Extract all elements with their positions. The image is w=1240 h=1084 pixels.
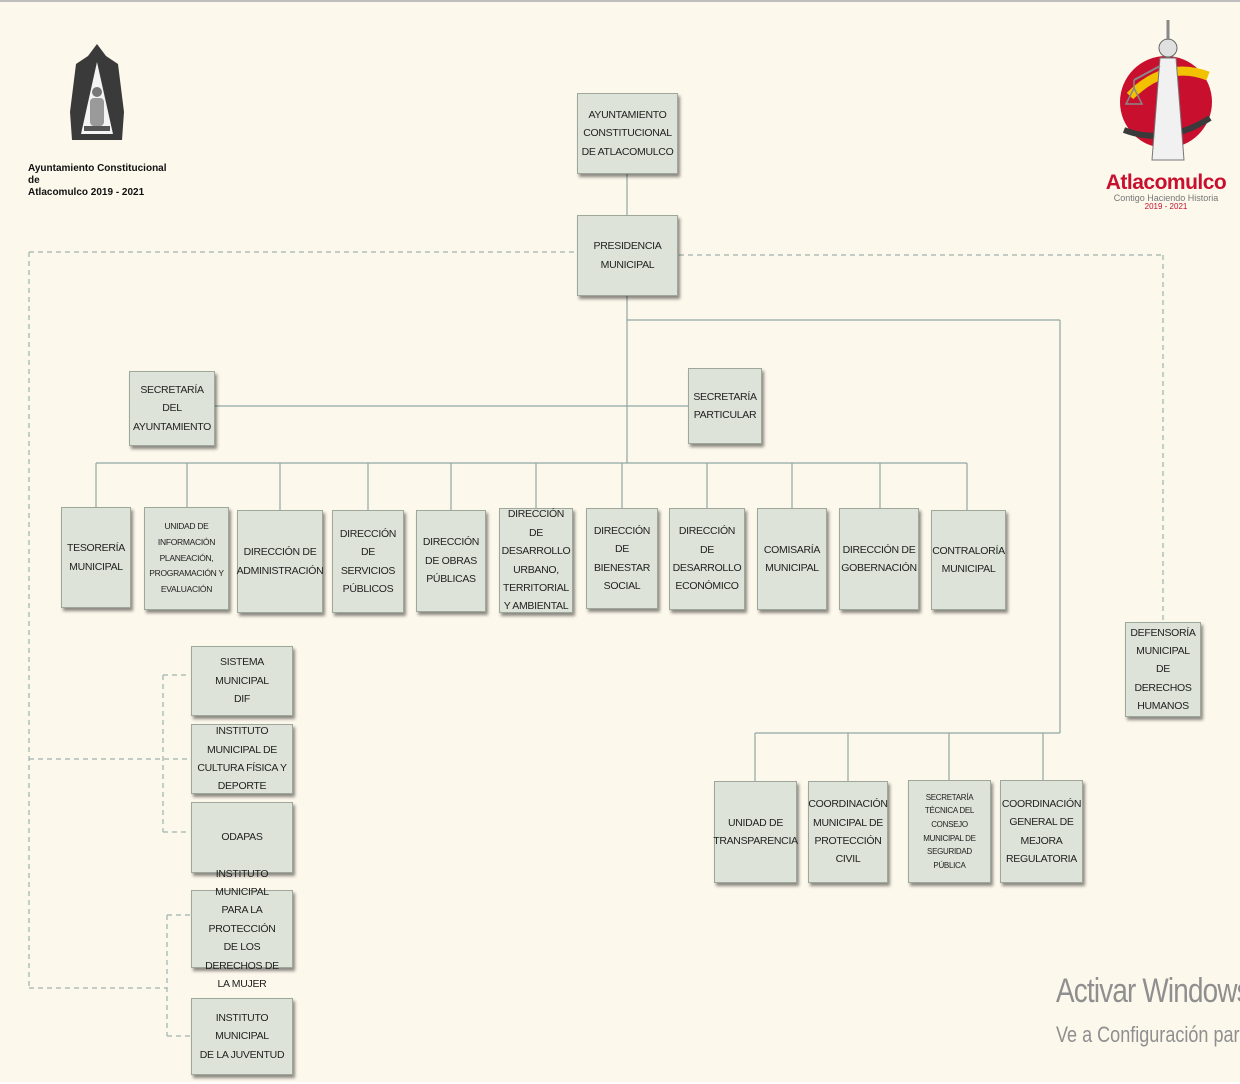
presidencia-label: PRESIDENCIA MUNICIPAL	[593, 240, 662, 271]
unidad-box: COORDINACIÓN GENERAL DE MEJORA REGULATOR…	[1000, 780, 1083, 883]
organismo-box: ODAPAS	[191, 802, 293, 873]
dashed-connectors	[28, 251, 1164, 1037]
unidad-box: UNIDAD DE TRANSPARENCIA	[713, 781, 798, 883]
direccion-label: DIRECCIÓN DE GOBERNACIÓN	[841, 543, 917, 574]
justice-figure-icon	[1120, 20, 1212, 161]
direccion-box: CONTRALORÍA MUNICIPAL	[931, 510, 1006, 610]
defensoria-box: DEFENSORÍA MUNICIPAL DE DERECHOS HUMANOS	[1125, 622, 1201, 717]
direccion-label: DIRECCIÓN DE ADMINISTRACIÓN	[236, 546, 324, 577]
organismo-label: INSTITUTO MUNICIPAL DE CULTURA FÍSICA Y …	[197, 725, 287, 793]
atlacomulco-years: 2019 - 2021	[1144, 202, 1188, 211]
direccion-box: COMISARÍA MUNICIPAL	[757, 508, 827, 610]
direccion-box: DIRECCIÓN DE BIENESTAR SOCIAL	[586, 508, 658, 609]
direccion-label: TESORERÍA MUNICIPAL	[67, 542, 125, 573]
direccion-box: TESORERÍA MUNICIPAL	[61, 507, 131, 608]
organismo-box: INSTITUTO MUNICIPAL DE CULTURA FÍSICA Y …	[191, 724, 293, 794]
organismo-label: ODAPAS	[221, 831, 263, 844]
organismo-label: INSTITUTO MUNICIPAL DE LA JUVENTUD	[199, 1011, 285, 1061]
organismo-label: SISTEMA MUNICIPAL DIF	[215, 656, 269, 706]
organismo-box: SISTEMA MUNICIPAL DIF	[191, 646, 293, 716]
ayuntamiento-logo: Ayuntamiento Constitucional de Atlacomul…	[28, 42, 168, 199]
atlacomulco-wordmark: Atlacomulco	[1105, 171, 1227, 194]
direccion-box: DIRECCIÓN DE DESARROLLO URBANO, TERRITOR…	[499, 508, 573, 613]
organismo-box: INSTITUTO MUNICIPAL DE LA JUVENTUD	[191, 998, 293, 1075]
secretaria-particular-label: SECRETARÍA PARTICULAR	[693, 390, 757, 421]
watermark-title: Activar Windows	[1056, 972, 1240, 1010]
windows-activation-watermark: Activar Windows Ve a Configuración para …	[1056, 970, 1240, 1050]
direccion-box: DIRECCIÓN DE DESARROLLO ECONÓMICO	[669, 508, 745, 610]
secretaria-ayuntamiento-label: SECRETARÍA DEL AYUNTAMIENTO	[132, 383, 212, 433]
unidad-label: COORDINACIÓN GENERAL DE MEJORA REGULATOR…	[1001, 797, 1082, 865]
unidad-box: COORDINACIÓN MUNICIPAL DE PROTECCIÓN CIV…	[808, 781, 888, 883]
direccion-box: UNIDAD DE INFORMACIÓN PLANEACIÓN, PROGRA…	[144, 507, 229, 610]
unidad-label: COORDINACIÓN MUNICIPAL DE PROTECCIÓN CIV…	[808, 798, 888, 866]
atlacomulco-slogan: Contigo Haciendo Historia	[1113, 193, 1219, 203]
watermark-subtitle: Ve a Configuración para activar Windows.	[1056, 1022, 1240, 1047]
atlacomulco-logo: Atlacomulco Contigo Haciendo Historia 20…	[1100, 10, 1232, 211]
direccion-box: DIRECCIÓN DE ADMINISTRACIÓN	[236, 510, 324, 613]
direccion-label: CONTRALORÍA MUNICIPAL	[932, 544, 1005, 575]
direccion-label: DIRECCIÓN DE SERVICIOS PÚBLICOS	[339, 527, 397, 595]
direccion-label: UNIDAD DE INFORMACIÓN PLANEACIÓN, PROGRA…	[149, 521, 224, 595]
direccion-label: DIRECCIÓN DE DESARROLLO ECONÓMICO	[672, 525, 742, 593]
direccion-label: COMISARÍA MUNICIPAL	[763, 543, 821, 574]
secretaria-ayuntamiento-box: SECRETARÍA DEL AYUNTAMIENTO	[129, 371, 215, 446]
unidad-box: SECRETARÍA TÉCNICA DEL CONSEJO MUNICIPAL…	[908, 780, 991, 883]
secretaria-particular-box: SECRETARÍA PARTICULAR	[688, 368, 762, 444]
direccion-label: DIRECCIÓN DE OBRAS PÚBLICAS	[422, 536, 480, 586]
direccion-label: DIRECCIÓN DE BIENESTAR SOCIAL	[593, 524, 651, 592]
direccion-box: DIRECCIÓN DE GOBERNACIÓN	[839, 508, 919, 610]
direccion-box: DIRECCIÓN DE SERVICIOS PÚBLICOS	[332, 510, 404, 613]
direccion-label: DIRECCIÓN DE DESARROLLO URBANO, TERRITOR…	[501, 508, 571, 613]
crest-icon	[70, 44, 124, 140]
defensoria-label: DEFENSORÍA MUNICIPAL DE DERECHOS HUMANOS	[1130, 626, 1196, 713]
unidad-label: SECRETARÍA TÉCNICA DEL CONSEJO MUNICIPAL…	[923, 792, 976, 870]
ayuntamiento-box: AYUNTAMIENTO CONSTITUCIONAL DE ATLACOMUL…	[577, 93, 678, 174]
ayuntamiento-logo-text: Ayuntamiento Constitucional de Atlacomul…	[28, 163, 167, 198]
organismo-label: INSTITUTO MUNICIPAL PARA LA PROTECCIÓN D…	[205, 867, 279, 990]
solid-connectors	[95, 174, 1061, 781]
organismo-box: INSTITUTO MUNICIPAL PARA LA PROTECCIÓN D…	[191, 868, 293, 990]
ayuntamiento-label: AYUNTAMIENTO CONSTITUCIONAL DE ATLACOMUL…	[581, 108, 674, 158]
direccion-box: DIRECCIÓN DE OBRAS PÚBLICAS	[416, 510, 486, 612]
unidad-label: UNIDAD DE TRANSPARENCIA	[713, 816, 798, 847]
presidencia-box: PRESIDENCIA MUNICIPAL	[577, 215, 678, 296]
